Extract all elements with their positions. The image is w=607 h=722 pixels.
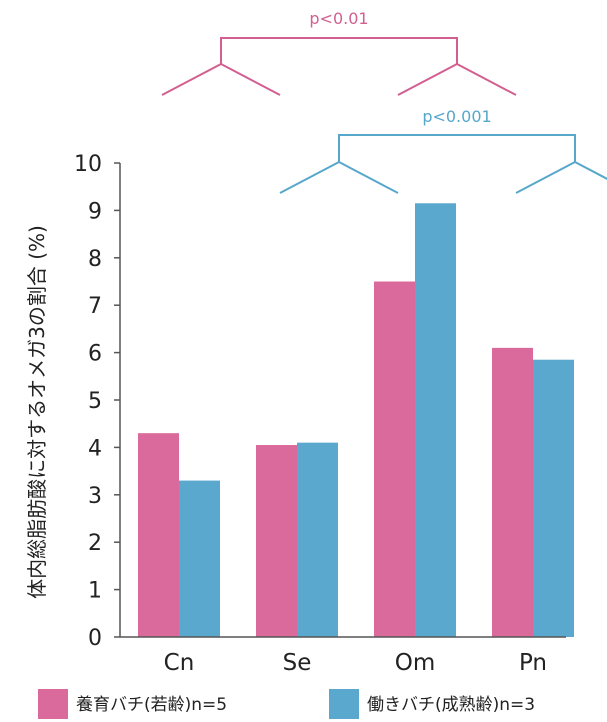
bar-se-series-2	[297, 442, 338, 637]
y-tick-label: 3	[88, 484, 102, 509]
x-category-label: Se	[283, 650, 312, 676]
bracket-group-marker	[397, 62, 517, 96]
y-tick-label: 9	[88, 199, 102, 224]
legend-swatch	[329, 689, 359, 719]
bracket-line	[338, 134, 576, 162]
y-axis-label: 体内総脂肪酸に対するオメガ3の割合 (%)	[25, 225, 49, 599]
bar-cn-series-1	[138, 433, 179, 637]
y-tick-label: 7	[88, 294, 102, 319]
bar-pn-series-1	[492, 347, 533, 637]
bar-om-series-2	[415, 203, 456, 638]
legend-label: 働きバチ(成熟齢)n=3	[367, 694, 535, 715]
bracket-group-marker	[279, 160, 399, 194]
bar-se-series-1	[256, 445, 297, 637]
legend-label: 養育バチ(若齢)n=5	[76, 695, 227, 715]
legend: 養育バチ(若齢)n=5 働きバチ(成熟齢)n=3	[38, 689, 535, 719]
bars-layer	[138, 203, 574, 638]
y-tick-label: 4	[88, 436, 102, 461]
legend-swatch	[38, 689, 68, 719]
bar-cn-series-2	[179, 480, 220, 637]
significance-label: p<0.001	[422, 107, 491, 126]
y-tick-label: 5	[88, 389, 102, 414]
significance-annotations: p<0.01 p<0.001	[161, 9, 607, 194]
y-axis-label-layer: 体内総脂肪酸に対するオメガ3の割合 (%)	[25, 225, 49, 599]
y-tick-label: 1	[88, 579, 102, 604]
significance-bracket-2: p<0.001	[279, 107, 607, 194]
legend-item-2: 働きバチ(成熟齢)n=3	[329, 689, 535, 719]
bar-pn-series-2	[533, 359, 574, 637]
significance-label: p<0.01	[309, 9, 368, 28]
y-tick-label: 8	[88, 247, 102, 272]
y-tick-label: 10	[74, 152, 102, 177]
legend-item-1: 養育バチ(若齢)n=5	[38, 689, 227, 719]
bar-om-series-1	[374, 281, 415, 637]
bracket-group-marker	[515, 160, 607, 194]
y-tick-label: 0	[88, 626, 102, 651]
x-category-label: Cn	[164, 650, 195, 676]
bracket-line	[220, 37, 458, 64]
x-category-label: Om	[395, 650, 436, 676]
x-category-label: Pn	[519, 650, 547, 676]
significance-bracket-1: p<0.01	[161, 9, 517, 96]
y-tick-label: 6	[88, 342, 102, 367]
bracket-group-marker	[161, 62, 281, 96]
y-tick-label: 2	[88, 531, 102, 556]
